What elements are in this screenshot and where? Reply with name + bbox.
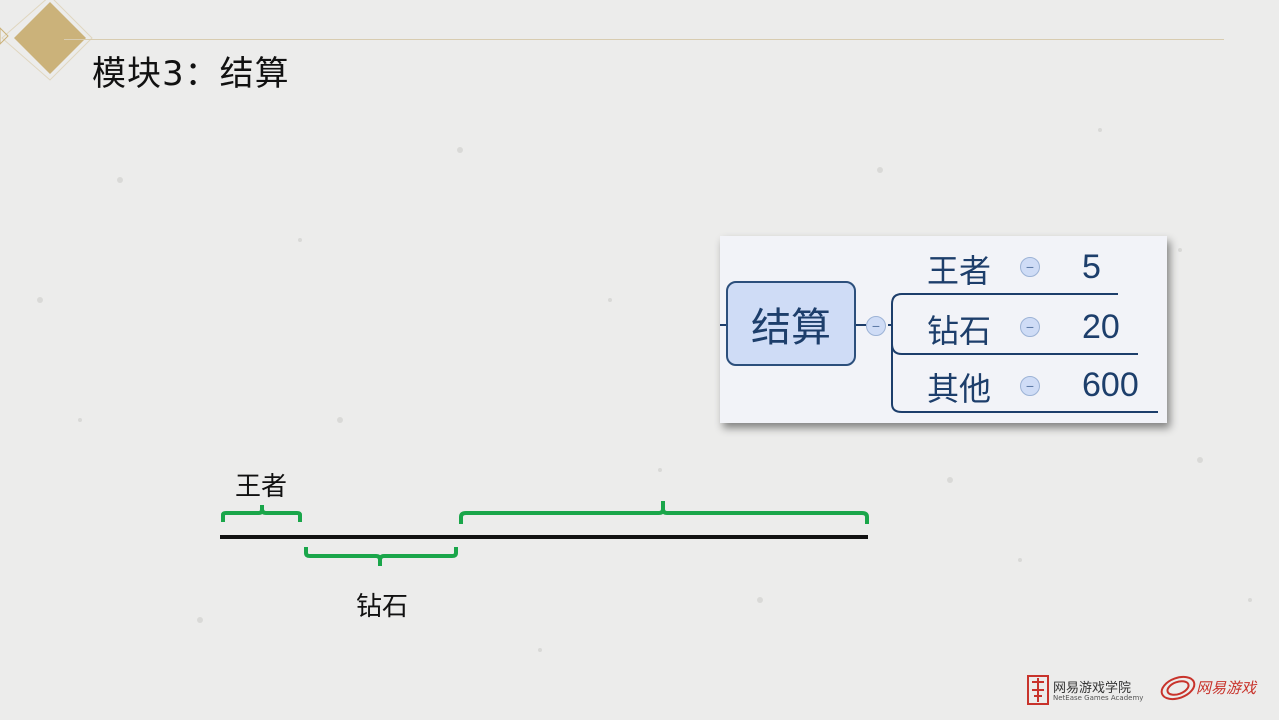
slide-title: 模块3：结算 — [92, 54, 290, 94]
academy-seal-icon — [1027, 675, 1049, 705]
brace-label-wangzhe: 王者 — [235, 472, 288, 502]
mindmap-connectors — [720, 293, 1158, 413]
netease-games-logo-icon — [1160, 675, 1196, 701]
brace-label-zuanshi: 钻石 — [356, 592, 409, 622]
branch-value-zuanshi: 20 — [1082, 308, 1120, 346]
branch-value-qita: 600 — [1082, 366, 1139, 404]
branch-label-zuanshi: 钻石 — [927, 312, 992, 350]
branch-label-wangzhe: 王者 — [927, 252, 992, 290]
branch-value-wangzhe: 5 — [1082, 248, 1101, 286]
academy-name: 网易游戏学院 — [1053, 681, 1132, 696]
collapse-icon[interactable]: − — [1020, 257, 1040, 277]
mindmap-panel: 结算 − 王者 − 5 钻石 − 20 其他 − 600 — [720, 236, 1167, 423]
brace-zuanshi — [304, 547, 458, 566]
branch-label-qita: 其他 — [927, 370, 992, 408]
corner-diamond-decoration — [0, 0, 93, 81]
collapse-icon[interactable]: − — [1020, 376, 1040, 396]
brace-qita — [459, 501, 869, 524]
collapse-icon[interactable]: − — [1020, 317, 1040, 337]
header-divider — [64, 39, 1224, 40]
netease-games-logo-text: 网易游戏 — [1196, 679, 1257, 697]
brace-wangzhe — [221, 505, 302, 522]
academy-subtitle: NetEase Games Academy — [1053, 694, 1144, 702]
collapse-icon[interactable]: − — [866, 316, 886, 336]
mindmap-root-node[interactable]: 结算 — [726, 281, 856, 366]
